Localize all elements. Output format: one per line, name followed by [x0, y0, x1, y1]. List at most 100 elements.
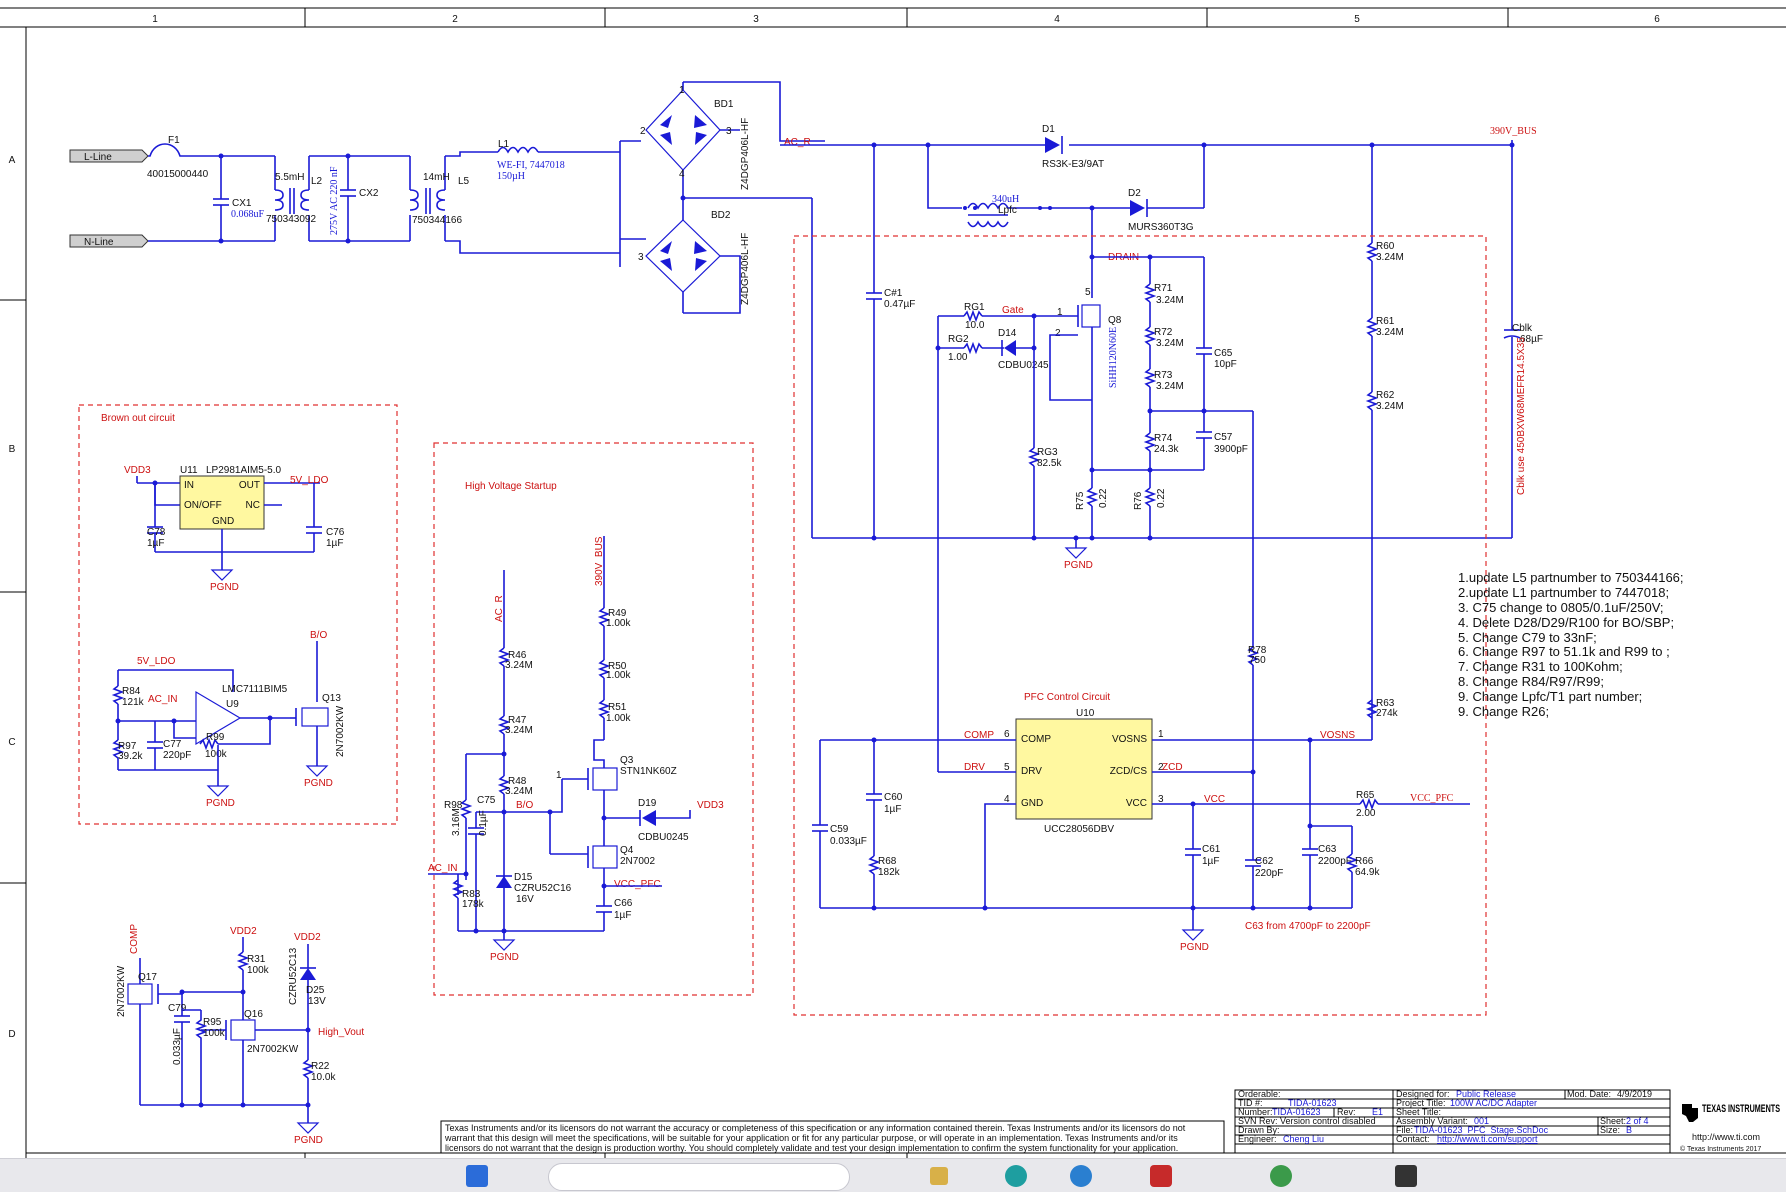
u11-pin-onoff: ON/OFF	[184, 500, 222, 511]
r66-ref: R66	[1355, 856, 1374, 867]
u11-part: LP2981AIM5-5.0	[206, 465, 281, 476]
d15-part: CZRU52C16	[514, 883, 572, 894]
net-5v-ldo-top: 5V_LDO	[290, 475, 329, 486]
u10-pin-drv: DRV	[1021, 766, 1042, 777]
r74-value: 24.3k	[1154, 444, 1179, 455]
l-line-connector	[69, 149, 149, 163]
r76-value: 0.22	[1156, 488, 1167, 508]
r98-value: 3.16M	[451, 808, 462, 836]
net-5v-ldo-comp: 5V_LDO	[137, 656, 176, 667]
r31-value: 100k	[247, 965, 270, 976]
d14-ref: D14	[998, 328, 1017, 339]
c65-value: 10pF	[1214, 359, 1237, 370]
tb-number-label: Number:	[1238, 1107, 1273, 1117]
r22-value: 10.0k	[311, 1072, 336, 1083]
tb-copyright: © Texas Instruments 2017	[1680, 1145, 1761, 1153]
app-icon-teal[interactable]	[1005, 1165, 1027, 1187]
disclaimer-line-2: warrant that this design will meet the s…	[444, 1133, 1178, 1143]
svg-text:3: 3	[726, 126, 732, 137]
bd2-ref: BD2	[711, 210, 731, 221]
pgnd-label-u9: PGND	[206, 798, 235, 809]
u10-pinnum-1: 1	[1158, 729, 1164, 740]
u10-pinnum-2: 2	[1158, 762, 1164, 773]
u10-part: UCC28056DBV	[1044, 824, 1114, 835]
r46-ref: R46	[508, 650, 527, 661]
net-vdd3-hv: VDD3	[697, 800, 724, 811]
l5-part: 750344166	[412, 215, 462, 226]
tb-svn: SVN Rev: Version control disabled	[1238, 1116, 1376, 1126]
c-hash1-ref: C#1	[884, 288, 903, 299]
browser-icon[interactable]	[1070, 1165, 1092, 1187]
pgnd-label-hvout: PGND	[294, 1135, 323, 1146]
pdf-app-icon[interactable]	[1150, 1165, 1172, 1187]
r99-value: 100k	[205, 749, 228, 760]
c65-ref: C65	[1214, 348, 1233, 359]
r50-value: 1.00k	[606, 670, 631, 681]
search-box[interactable]	[548, 1163, 850, 1191]
u11-ic-body	[179, 475, 265, 530]
rg3-value: 82.5k	[1037, 458, 1062, 469]
tb-number: TIDA-01623	[1272, 1107, 1321, 1117]
brown-out-title: Brown out circuit	[101, 413, 175, 424]
net-comp-q17: COMP	[129, 924, 140, 954]
r95-ref: R95	[203, 1017, 222, 1028]
u11-pin-gnd: GND	[212, 516, 234, 527]
bd2-part: Z4DGP406L-HF	[740, 233, 751, 305]
tb-file-label: File:	[1396, 1125, 1413, 1135]
terminal-icon[interactable]	[1395, 1165, 1417, 1187]
u10-pinnum-3: 3	[1158, 794, 1164, 805]
chrome-icon[interactable]	[1270, 1165, 1292, 1187]
cx1-ref: CX1	[232, 198, 252, 209]
r47-value: 3.24M	[505, 725, 533, 736]
u10-ic-body	[1015, 718, 1153, 820]
disclaimer: Texas Instruments and/or its licensors d…	[440, 1120, 1225, 1154]
r97-value: 39.2k	[118, 751, 143, 762]
c59-value: 0.033µF	[830, 836, 867, 847]
q13-part: 2N7002KW	[335, 705, 346, 757]
u10-pin-comp: COMP	[1021, 734, 1051, 745]
c59-ref: C59	[830, 824, 849, 835]
r75-ref: R75	[1075, 491, 1086, 510]
r95-value: 100k	[203, 1028, 226, 1039]
c77-ref: C77	[163, 739, 182, 750]
tb-designed-label: Designed for:	[1396, 1089, 1450, 1099]
r50-ref: R50	[608, 661, 627, 672]
u10-pinnum-4: 4	[1004, 794, 1010, 805]
lpfc-value: 340uH	[992, 194, 1019, 205]
net-vosns: VOSNS	[1320, 730, 1355, 741]
net-390v-hv: 390V_BUS	[594, 536, 605, 586]
d2-part: MURS360T3G	[1128, 222, 1194, 233]
f1-part: 40015000440	[147, 169, 209, 180]
pfc-control-title: PFC Control Circuit	[1024, 692, 1110, 703]
rg1-value: 10.0	[965, 320, 985, 331]
r76-ref: R76	[1133, 491, 1144, 510]
folder-icon[interactable]	[930, 1167, 948, 1185]
lpfc-ref: Lpfc	[998, 205, 1017, 216]
svg-text:5: 5	[1085, 287, 1091, 298]
hv-startup-title: High Voltage Startup	[465, 481, 557, 492]
r83-value: 178k	[462, 899, 485, 910]
tb-tid: TIDA-01623	[1288, 1098, 1337, 1108]
pgnd-label-q13: PGND	[304, 778, 333, 789]
c61-value: 1µF	[1202, 856, 1219, 867]
tb-contact-label: Contact:	[1396, 1134, 1430, 1144]
d15-ref: D15	[514, 872, 533, 883]
u9-part: LMC7111BIM5	[222, 684, 288, 695]
start-icon[interactable]	[466, 1165, 488, 1187]
u11-ref: U11	[180, 465, 198, 476]
d2-ref: D2	[1128, 188, 1141, 199]
tb-url: http://www.ti.com	[1692, 1132, 1760, 1142]
l5-value: 14mH	[423, 172, 450, 183]
rg1-ref: RG1	[964, 302, 985, 313]
u11-pin-in: IN	[184, 480, 194, 491]
grid-col-3: 3	[753, 14, 759, 25]
n-line-connector	[69, 234, 149, 248]
r68-ref: R68	[878, 856, 897, 867]
pfc-power-stage: AC_R 390V_BUS D1 RS3K-E3/9AT 340uH Lpfc …	[780, 124, 1543, 772]
tb-sheet-label: Sheet:	[1600, 1116, 1626, 1126]
grid-row-b: B	[9, 444, 16, 455]
os-taskbar	[0, 1158, 1786, 1192]
r62-value: 3.24M	[1376, 401, 1404, 412]
c60-ref: C60	[884, 792, 903, 803]
